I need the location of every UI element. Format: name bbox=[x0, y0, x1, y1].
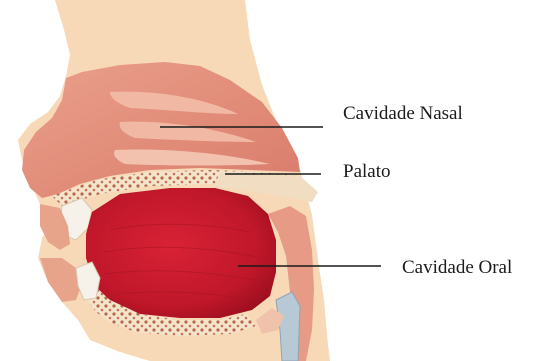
oral-cavity bbox=[86, 188, 276, 318]
label-palate: Palato bbox=[343, 162, 391, 181]
label-oral-cavity: Cavidade Oral bbox=[402, 258, 512, 277]
label-nasal-cavity: Cavidade Nasal bbox=[343, 104, 463, 123]
